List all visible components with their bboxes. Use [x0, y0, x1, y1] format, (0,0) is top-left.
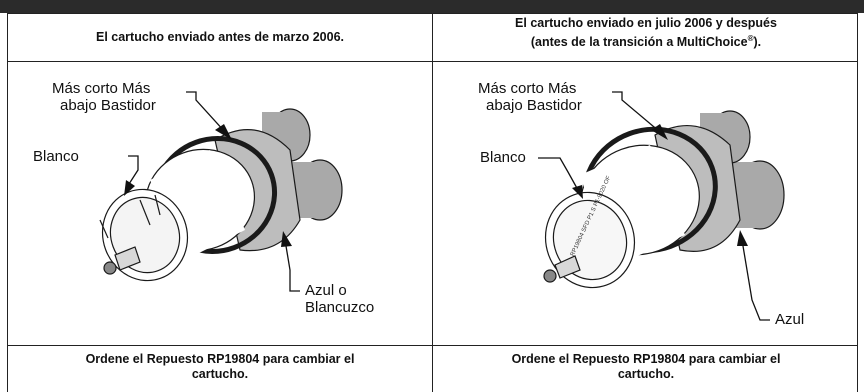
left-cartridge: [99, 108, 343, 282]
right-cartridge: [543, 110, 785, 289]
right-label-shorter: Más corto Más abajo Bastidor: [478, 80, 582, 114]
table-frame: [7, 13, 858, 392]
footer-left-line2: cartucho.: [191, 367, 249, 381]
left-label-blue: Azul o Blancuzco: [305, 282, 375, 316]
left-label-shorter: Más corto Más abajo Bastidor: [52, 80, 156, 114]
footer-right-line2: cartucho.: [617, 367, 675, 381]
right-label-white: Blanco: [480, 149, 526, 166]
header-right: El cartucho enviado en julio 2006 y desp…: [434, 16, 858, 50]
footer-left-line1: Ordene el Repuesto RP19804 para cambiar …: [85, 352, 355, 366]
right-arrowheads: [572, 124, 748, 246]
footer-right-line1: Ordene el Repuesto RP19804 para cambiar …: [511, 352, 781, 366]
left-label-white: Blanco: [33, 148, 79, 165]
header-right-line2: (antes de la transición a MultiChoice®).: [530, 34, 762, 50]
top-bar: [0, 0, 864, 13]
header-left: El cartucho enviado antes de marzo 2006.: [95, 30, 344, 44]
right-label-blue: Azul: [775, 311, 805, 328]
header-right-line1: El cartucho enviado en julio 2006 y desp…: [515, 16, 777, 30]
left-arrowheads: [124, 124, 292, 247]
right-leaders: [538, 91, 770, 321]
footer-right: Ordene el Repuesto RP19804 para cambiar …: [434, 352, 858, 382]
table-divider: [432, 13, 433, 392]
left-leaders: [128, 91, 300, 292]
footer-left: Ordene el Repuesto RP19804 para cambiar …: [8, 352, 432, 382]
